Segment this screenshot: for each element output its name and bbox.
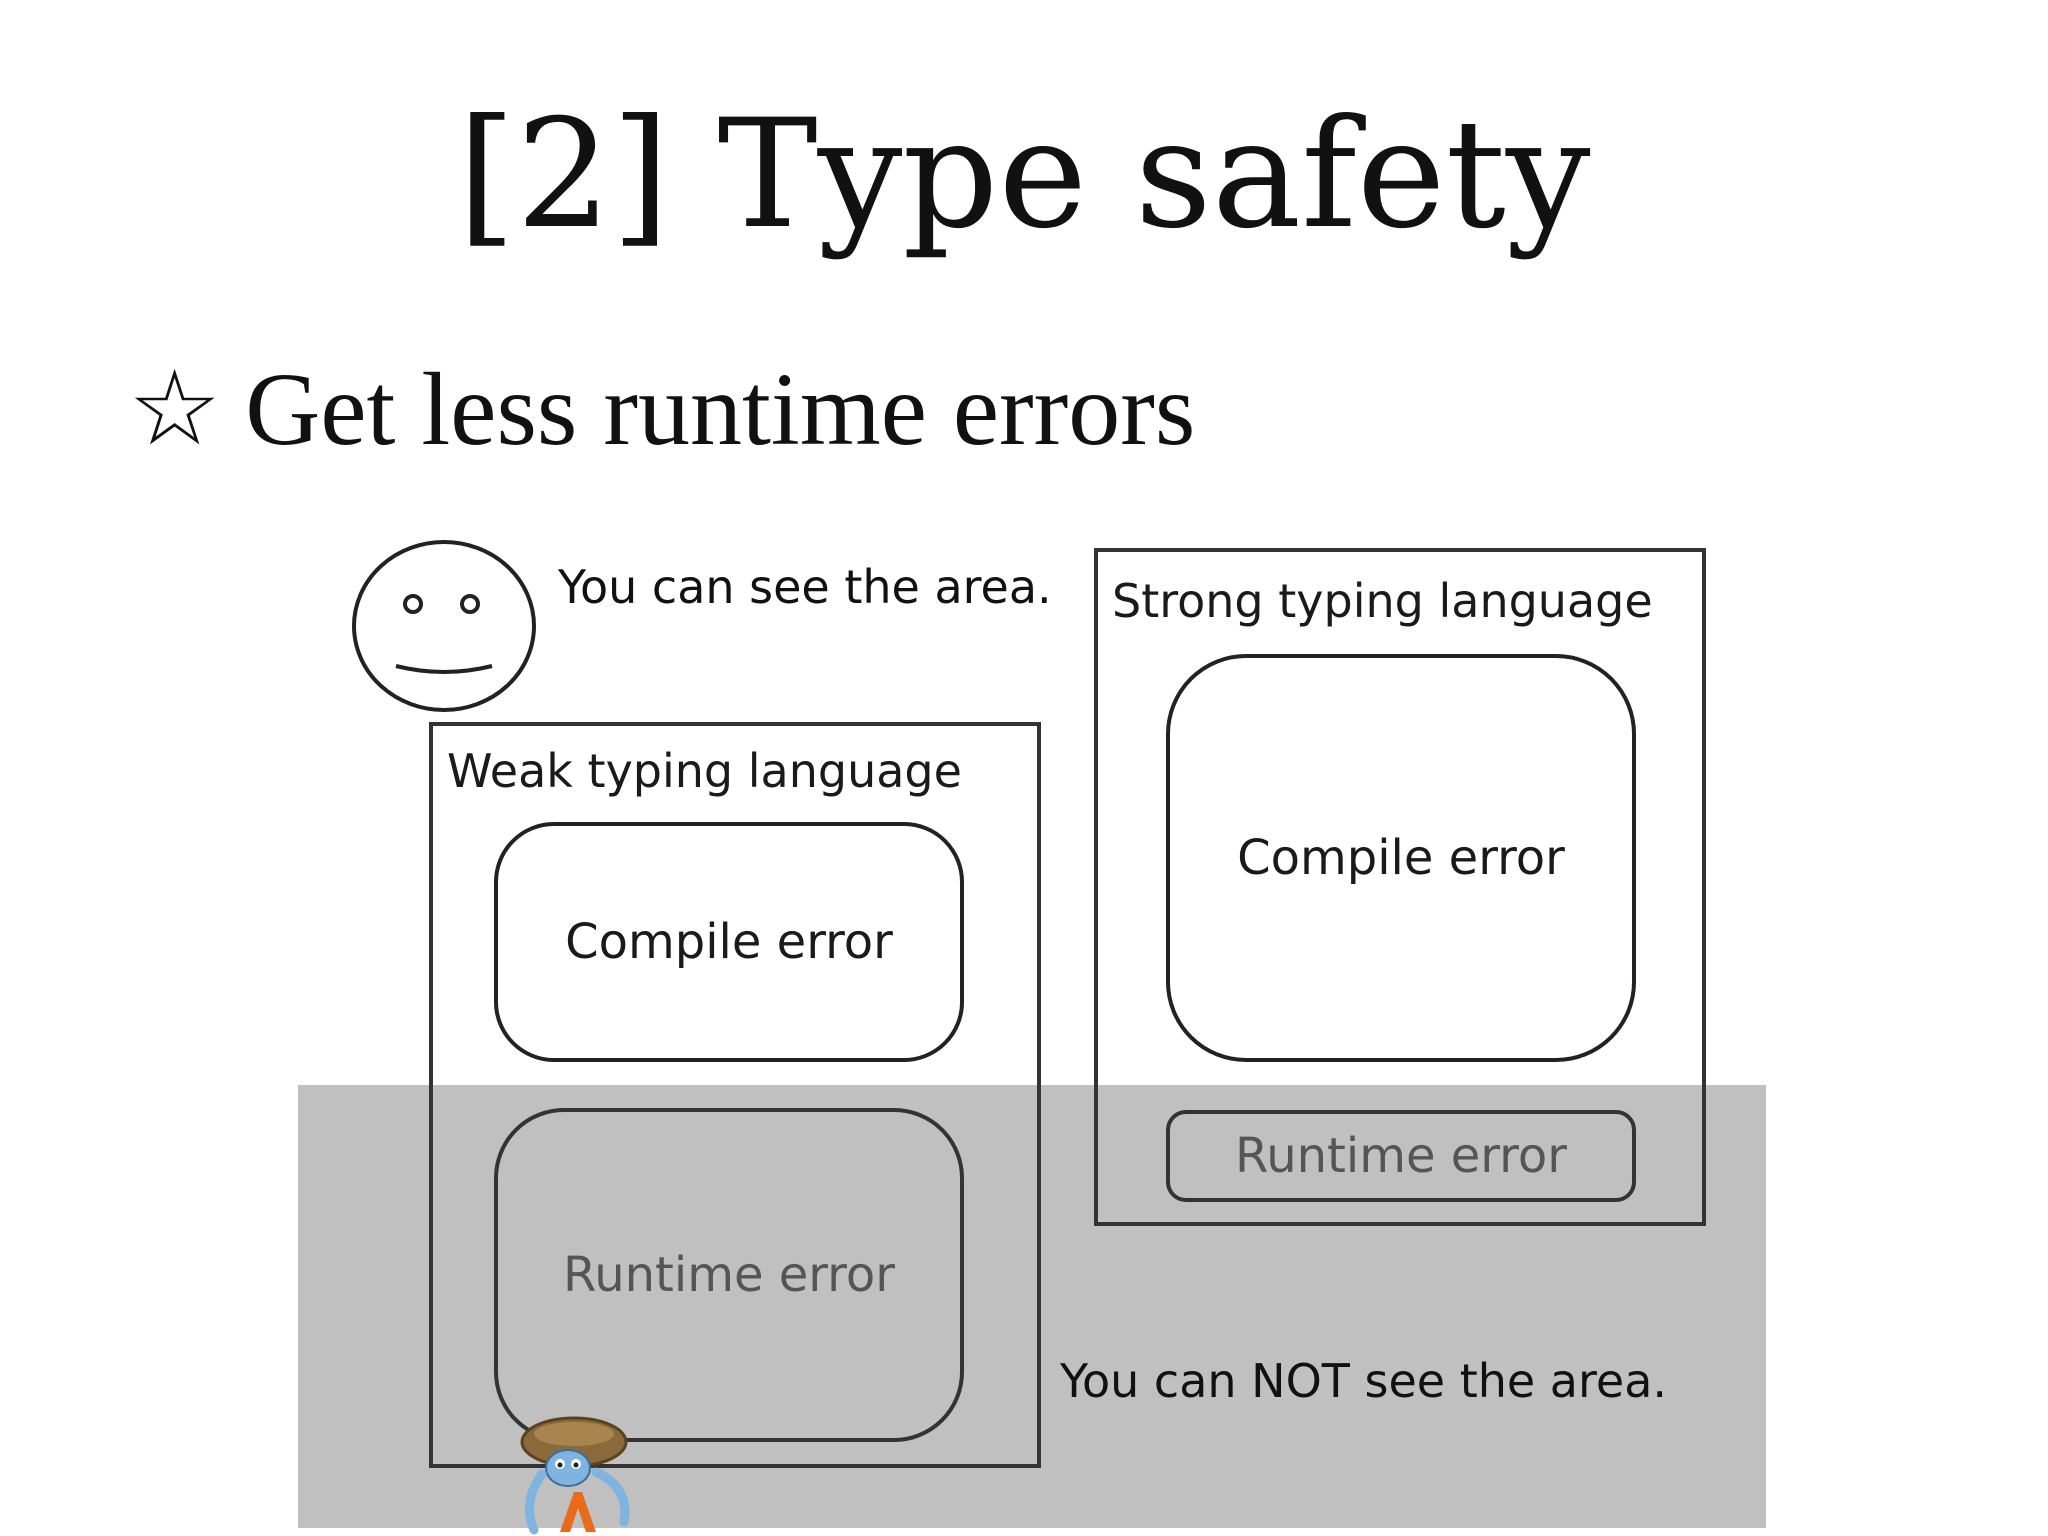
smiley-face-icon (352, 540, 536, 712)
star-icon: ☆ (128, 352, 222, 467)
weak-runtime-error-box: Runtime error (494, 1108, 964, 1442)
strong-compile-error-box: Compile error (1166, 654, 1636, 1062)
bullet-text: Get less runtime errors (245, 352, 1196, 467)
strong-typing-label: Strong typing language (1112, 574, 1653, 628)
strong-typing-box (1094, 548, 1706, 1226)
slide-title: [2] Type safety (457, 88, 1591, 262)
bullet-item: ☆Get less runtime errors (128, 358, 1195, 462)
strong-runtime-error-box: Runtime error (1166, 1110, 1636, 1202)
weak-typing-label: Weak typing language (447, 744, 962, 798)
hermit-crab-mascot-icon (520, 1416, 630, 1535)
visible-area-note: You can see the area. (558, 560, 1052, 614)
hidden-area-note: You can NOT see the area. (1060, 1354, 1668, 1408)
weak-typing-box (429, 722, 1041, 1468)
weak-compile-error-box: Compile error (494, 822, 964, 1062)
